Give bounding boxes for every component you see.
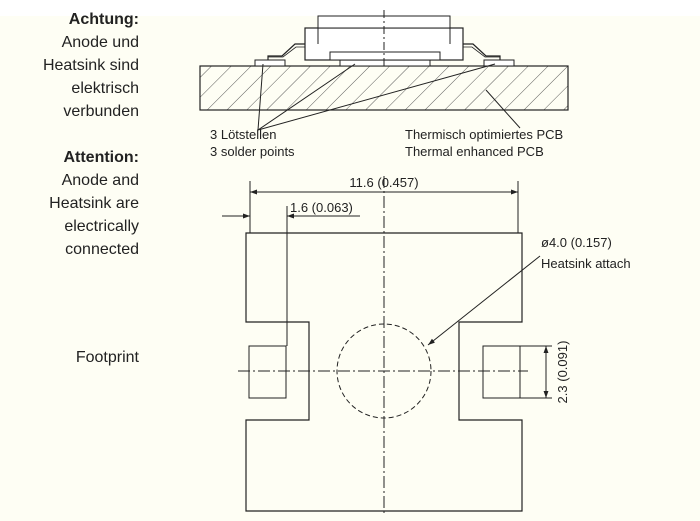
german-warning-line-2: Heatsink sind <box>42 57 139 74</box>
package-base <box>329 51 441 61</box>
footprint-view: 11.6 (0.457) 1.6 (0.063) ø4.0 (0.157) He… <box>222 175 631 516</box>
pcb-board <box>199 65 569 111</box>
solder-label-de: 3 Lötstellen <box>210 127 277 142</box>
english-warning-line-1: Anode and <box>61 172 139 189</box>
pad-height-label: 2.3 (0.091) <box>555 341 570 404</box>
heatsink-attach-label: Heatsink attach <box>541 256 631 271</box>
german-warning-note: Achtung: Anode und Heatsink sind elektri… <box>0 8 139 123</box>
german-warning-line-4: verbunden <box>63 103 139 120</box>
solder-label-en: 3 solder points <box>210 144 295 159</box>
heatsink-diameter-label: ø4.0 (0.157) <box>541 235 612 250</box>
overall-width-label: 11.6 (0.457) <box>349 175 418 190</box>
english-warning-line-2: Heatsink are <box>49 195 139 212</box>
german-warning-line-3: elektrisch <box>71 80 139 97</box>
solder-pad-right-footprint <box>482 345 521 399</box>
pcb-label-de: Thermisch optimiertes PCB <box>405 127 563 142</box>
pcb-label-en: Thermal enhanced PCB <box>405 144 544 159</box>
footprint-outline <box>245 232 523 512</box>
cross-section-view: 3 Lötstellen 3 solder points Thermisch o… <box>199 10 569 159</box>
english-warning-note: Attention: Anode and Heatsink are electr… <box>0 146 139 261</box>
lead-right <box>463 43 501 60</box>
pad-width-label: 1.6 (0.063) <box>290 200 353 215</box>
top-band <box>0 0 700 16</box>
english-warning-heading: Attention: <box>63 149 139 166</box>
lead-right-inner <box>463 46 500 58</box>
solder-pad-right <box>483 59 515 67</box>
heatsink-leader <box>427 255 541 346</box>
german-warning-heading: Achtung: <box>68 11 139 28</box>
english-warning-line-3: electrically <box>64 218 139 235</box>
lead-left <box>267 43 305 60</box>
lead-left-inner <box>268 46 305 58</box>
english-warning-line-4: connected <box>65 241 139 258</box>
solder-pad-left <box>254 59 286 67</box>
footprint-label: Footprint <box>75 349 139 366</box>
solder-pad-left-footprint <box>248 345 287 399</box>
german-warning-line-1: Anode und <box>61 34 139 51</box>
